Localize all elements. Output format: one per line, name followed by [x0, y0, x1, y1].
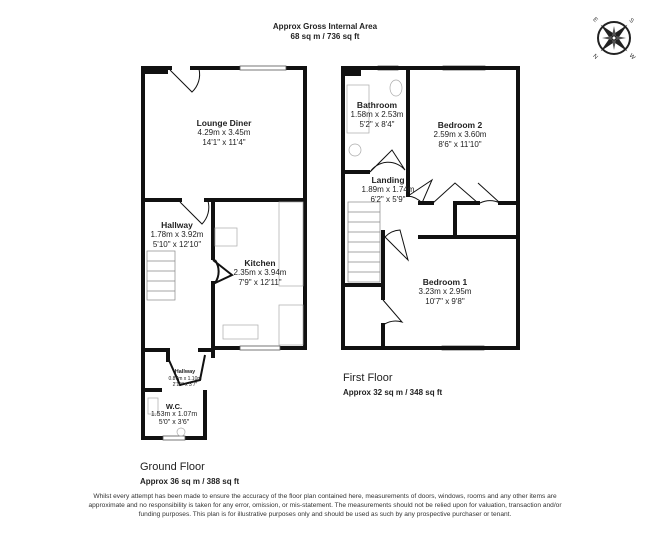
- room-imperial: 14'1" x 11'4": [202, 137, 246, 147]
- compass-n: N: [591, 53, 598, 60]
- room-hallway-small: Hallway 0.87m x 1.10m 2'10" x 3'7": [168, 369, 201, 388]
- room-imperial: 7'9" x 12'11": [238, 277, 282, 287]
- compass-s: S: [627, 17, 634, 24]
- room-name: Bedroom 2: [437, 120, 483, 130]
- room-imperial: 2'10" x 3'7": [172, 381, 198, 388]
- room-imperial: 8'6" x 11'10": [438, 139, 482, 149]
- room-metric: 2.35m x 3.94m: [233, 268, 287, 278]
- room-hallway: Hallway 1.78m x 3.92m 5'10" x 12'10": [151, 220, 204, 249]
- room-metric: 1.58m x 2.53m: [350, 110, 404, 120]
- ground-floor-doors: [167, 68, 234, 387]
- room-name: Hallway: [161, 220, 193, 230]
- fixtures: [147, 79, 403, 437]
- room-landing: Landing 1.89m x 1.74m 6'2" x 5'9": [362, 175, 415, 204]
- room-metric: 1.89m x 1.74m: [361, 185, 415, 195]
- room-bedroom-1: Bedroom 1 3.23m x 2.95m 10'7" x 9'8": [419, 277, 472, 306]
- stairs: [146, 201, 381, 301]
- first-floor-doors: [369, 149, 501, 326]
- room-metric: 0.87m x 1.10m: [168, 375, 202, 382]
- room-wc: W.C. 1.53m x 1.07m 5'0" x 3'6": [151, 402, 197, 428]
- chimney-breast: [143, 66, 168, 74]
- room-name: Bathroom: [356, 100, 398, 110]
- first-floor-walls: [341, 66, 520, 350]
- room-metric: 3.23m x 2.95m: [418, 287, 472, 297]
- compass-rose-icon: N S E W: [591, 17, 636, 62]
- ground-floor-label: Ground Floor: [140, 461, 205, 473]
- room-name: Bedroom 1: [422, 277, 468, 287]
- room-imperial: 10'7" x 9'8": [425, 296, 465, 306]
- room-name: Landing: [371, 175, 405, 185]
- room-imperial: 5'0" x 3'6": [158, 419, 190, 427]
- compass-e: E: [591, 17, 598, 24]
- compass-w: W: [628, 53, 636, 61]
- room-lounge-diner: Lounge Diner 4.29m x 3.45m 14'1" x 11'4": [197, 118, 252, 147]
- disclaimer: Whilst every attempt has been made to en…: [88, 493, 562, 518]
- gross-area-title: Approx Gross Internal Area 68 sq m / 736…: [273, 22, 377, 41]
- room-metric: 4.29m x 3.45m: [197, 128, 251, 138]
- gross-area-label: Approx Gross Internal Area: [272, 22, 378, 31]
- room-imperial: 5'2" x 8'4": [359, 119, 395, 129]
- room-metric: 1.53m x 1.07m: [150, 411, 198, 418]
- room-imperial: 5'10" x 12'10": [152, 239, 202, 249]
- ground-floor-area: Approx 36 sq m / 388 sq ft: [140, 477, 240, 486]
- room-name: W.C.: [165, 402, 183, 411]
- room-kitchen: Kitchen 2.35m x 3.94m 7'9" x 12'11": [234, 258, 287, 287]
- room-imperial: 6'2" x 5'9": [370, 194, 406, 204]
- room-name: Kitchen: [244, 258, 276, 268]
- room-bedroom-2: Bedroom 2 2.59m x 3.60m 8'6" x 11'10": [434, 120, 487, 149]
- first-floor-area: Approx 32 sq m / 348 sq ft: [343, 388, 443, 397]
- gross-area-value: 68 sq m / 736 sq ft: [290, 31, 360, 41]
- first-floor-label: First Floor: [343, 372, 393, 384]
- chimney-breast: [343, 66, 361, 76]
- room-metric: 1.78m x 3.92m: [150, 230, 204, 240]
- room-metric: 2.59m x 3.60m: [433, 130, 487, 140]
- room-name: Lounge Diner: [196, 118, 252, 128]
- room-name: Hallway: [174, 369, 196, 375]
- room-bathroom: Bathroom 1.58m x 2.53m 5'2" x 8'4": [351, 100, 404, 129]
